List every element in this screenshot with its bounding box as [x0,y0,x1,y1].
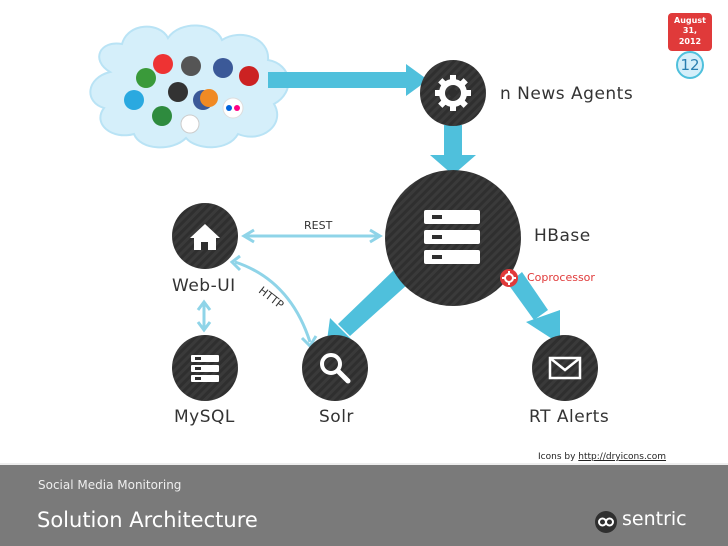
agents-label: n News Agents [500,84,634,104]
home-icon [190,224,220,250]
delicious-icon [168,82,188,102]
arrow-agents-to-hbase [430,125,476,175]
server-icon [424,210,480,264]
coprocessor-label: Coprocessor [527,271,595,284]
technorati-icon [136,68,156,88]
flickr-icon [222,97,244,119]
date-badge: August 31, 2012 12 [668,13,712,79]
facebook-icon [213,58,233,78]
alerts-node [532,335,598,401]
hbase-label: HBase [534,226,591,246]
blogger-icon [124,90,144,110]
rss-icon [200,89,218,107]
alerts-label: RT Alerts [529,407,610,427]
digg-icon [181,56,201,76]
solr-node [302,335,368,401]
arrow-cloud-to-agents [268,64,428,96]
solr-label: Solr [319,407,354,427]
credit-link[interactable]: http://dryicons.com [578,452,667,462]
arrow-hbase-to-alerts [508,272,560,344]
arrow-http [229,254,318,349]
arrow-rest [241,228,383,244]
credit-prefix: Icons by [538,452,576,462]
database-icon [191,355,219,382]
footer-subtitle: Social Media Monitoring [38,478,182,492]
slide-number: 12 [680,56,700,74]
webui-label: Web-UI [172,276,236,296]
date-day: 31, [682,26,698,35]
mysql-label: MySQL [174,407,235,427]
rest-label: REST [304,219,333,232]
stumbleupon-icon [152,106,172,126]
icon-credit: Icons by http://dryicons.com [538,452,666,462]
slide-title: Solution Architecture [37,508,258,532]
sentric-logo-icon [595,511,617,533]
agents-node [420,60,486,126]
gear-icon [435,75,471,111]
mysql-node [172,335,238,401]
youtube-logo-icon [239,66,259,86]
reddit-icon [180,114,200,134]
youtube-icon [153,54,173,74]
webui-node [172,203,238,269]
coprocessor-gear-icon [500,269,518,287]
social-cloud [89,24,290,149]
hbase-node [385,170,521,306]
mail-icon [548,356,582,380]
date-month: August [674,16,706,25]
sentric-logo-text: sentric [622,508,687,530]
arrow-webui-mysql [196,299,212,333]
date-year: 2012 [678,37,702,46]
search-icon [320,353,351,384]
